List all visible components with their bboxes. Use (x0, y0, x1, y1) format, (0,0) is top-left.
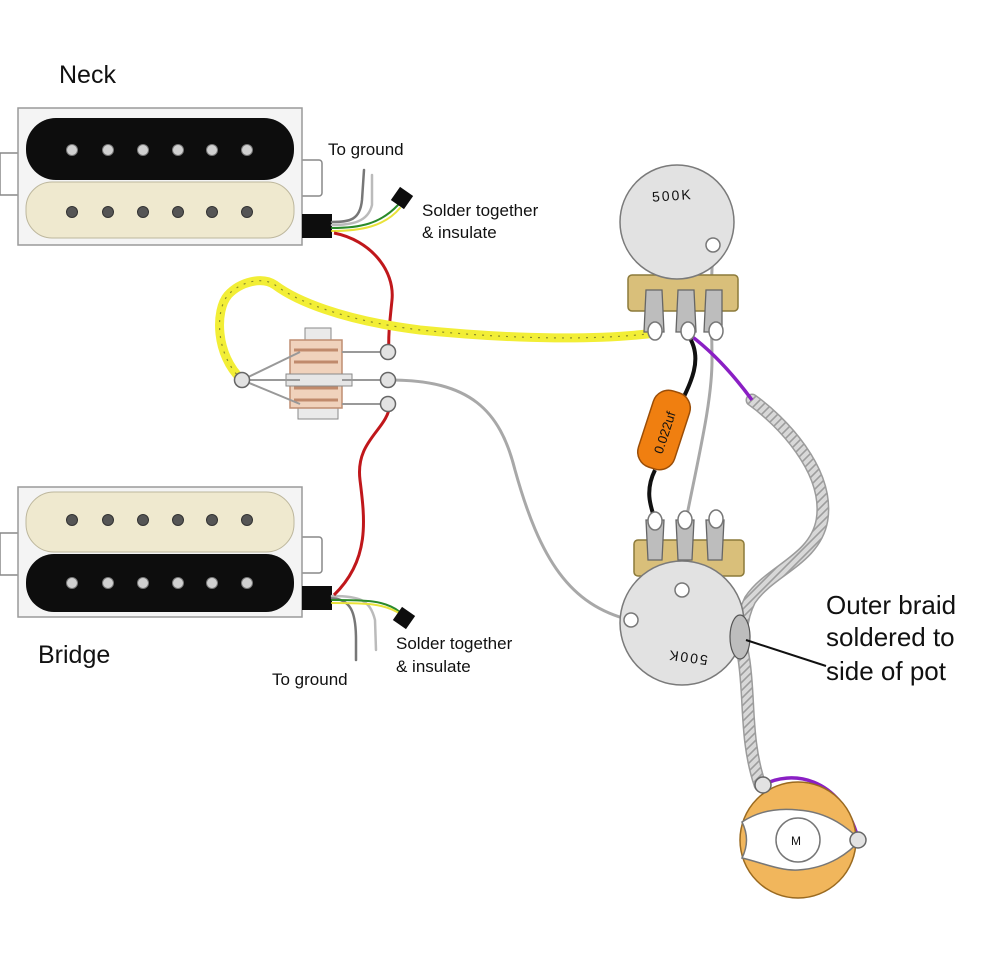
bridge-solder-label-2: & insulate (396, 657, 471, 676)
switch-lugs (233, 343, 397, 413)
bridge-solder-label-1: Solder together (396, 634, 513, 653)
tone-pot (619, 164, 739, 341)
neck-hot-wire (333, 231, 394, 353)
neck-ground-label: To ground (328, 140, 404, 159)
braid-label-2: soldered to (826, 622, 955, 652)
output-shielded-wire (215, 276, 661, 385)
toggle-switch (241, 327, 388, 420)
bridge-pickup (0, 486, 332, 618)
purple-wire-top (688, 333, 754, 402)
neck-solder-joint (390, 186, 414, 210)
bridge-label: Bridge (38, 641, 110, 669)
capacitor (636, 389, 692, 471)
switch-to-pot-wire (389, 378, 631, 622)
braid-pointer-line (745, 639, 827, 667)
bridge-hot-wire (332, 403, 392, 597)
bridge-coil-black (26, 554, 294, 612)
volume-pot (619, 509, 751, 686)
outer-braid (736, 395, 828, 790)
neck-coil-cream (25, 181, 295, 239)
bridge-solder-joint (392, 606, 416, 630)
braid-label-1: Outer braid (826, 590, 956, 620)
neck-coil-black (26, 118, 294, 180)
jack-label: M (791, 834, 801, 848)
neck-solder-label-2: & insulate (422, 223, 497, 242)
bridge-ground-label: To ground (272, 670, 348, 689)
neck-pickup (0, 107, 332, 246)
bridge-leads (330, 594, 416, 662)
neck-solder-label-1: Solder together (422, 201, 539, 220)
volume-pot-value: 500K (666, 647, 709, 669)
bridge-coil-cream (25, 491, 295, 553)
output-jack (739, 776, 867, 899)
neck-leads (330, 168, 414, 232)
tone-pot-value: 500K (651, 186, 693, 205)
neck-label: Neck (59, 61, 116, 89)
braid-label-3: side of pot (826, 656, 947, 686)
braid-solder-spot (729, 614, 751, 660)
